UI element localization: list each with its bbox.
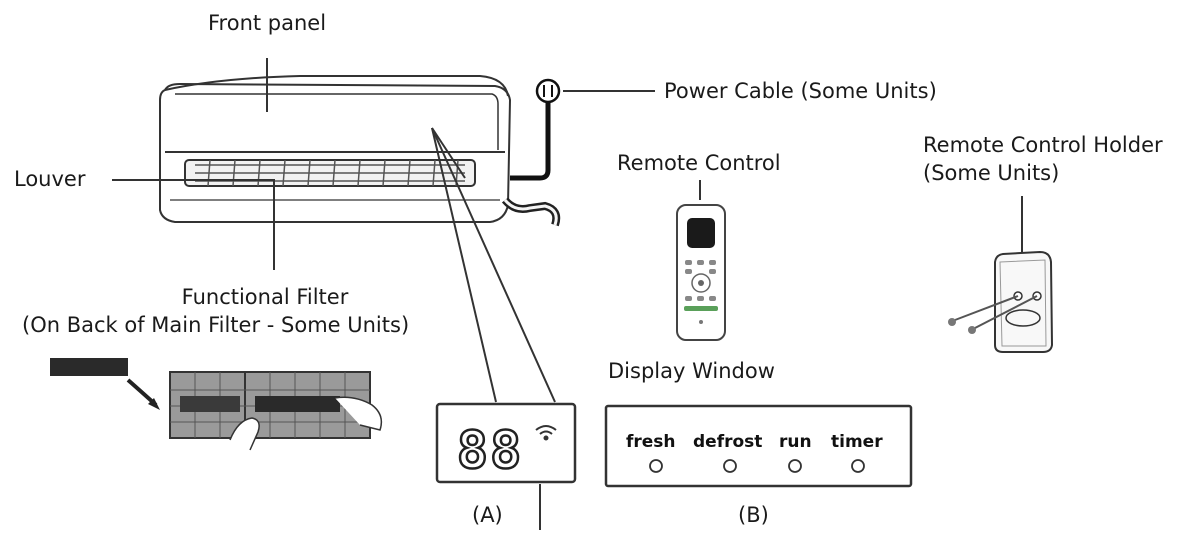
functional-filter-label-line2: (On Back of Main Filter - Some Units) bbox=[22, 313, 410, 337]
display-window-a bbox=[435, 402, 577, 484]
remote-holder-label-line2: (Some Units) bbox=[923, 161, 1060, 185]
wifi-icon bbox=[535, 425, 557, 441]
functional-filter-label-line1: Functional Filter bbox=[181, 285, 349, 309]
indicator-run: run bbox=[779, 432, 812, 452]
power-plug-icon bbox=[535, 78, 561, 104]
remote-control-label: Remote Control bbox=[617, 151, 781, 175]
display-b-caption: (B) bbox=[738, 503, 769, 527]
ac-indoor-unit-icon bbox=[159, 75, 512, 223]
display-a-caption: (A) bbox=[472, 503, 503, 527]
indicator-lamp-icon bbox=[649, 459, 865, 473]
remote-control-icon bbox=[676, 204, 726, 341]
remote-holder-label-line1: Remote Control Holder bbox=[923, 133, 1163, 157]
remote-holder-icon bbox=[948, 250, 1054, 353]
display-window-b bbox=[604, 404, 913, 488]
display-window-label: Display Window bbox=[608, 359, 775, 383]
louver-label: Louver bbox=[14, 167, 86, 191]
power-cable-icon bbox=[501, 78, 561, 227]
front-panel-label: Front panel bbox=[208, 11, 327, 35]
leader-lines bbox=[112, 58, 1023, 530]
power-cable-label: Power Cable (Some Units) bbox=[664, 79, 937, 103]
filter-icon bbox=[50, 358, 383, 451]
indicator-fresh: fresh bbox=[626, 432, 676, 452]
display-a-digits: 88 bbox=[457, 421, 524, 481]
indicator-defrost: defrost bbox=[693, 432, 763, 452]
indicator-timer: timer bbox=[831, 432, 883, 452]
